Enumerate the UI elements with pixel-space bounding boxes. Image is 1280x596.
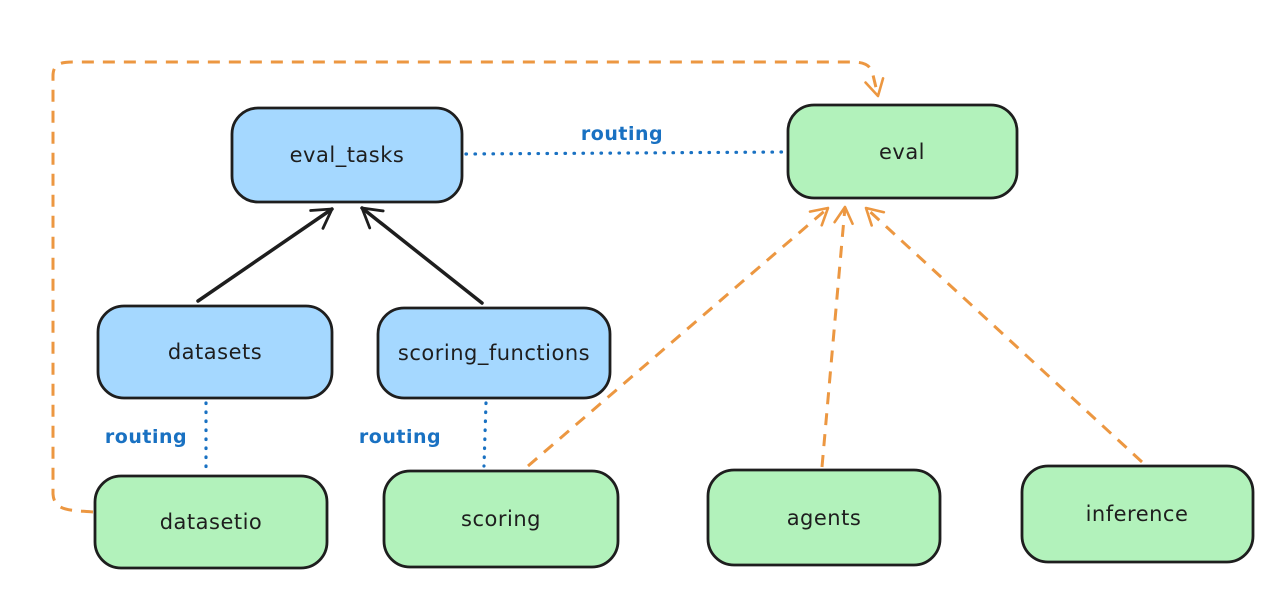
edge-scoring-to-eval [527, 206, 830, 468]
node-scoring-box [382, 469, 620, 569]
edge-scoring-functions-to-eval-tasks [360, 206, 484, 305]
edge-agents-to-eval [820, 205, 854, 468]
node-scoring-label: scoring [461, 507, 541, 531]
node-inference-box [1020, 464, 1255, 564]
node-eval-tasks: eval_tasks [230, 106, 464, 204]
node-scoring-functions-box [376, 306, 612, 400]
edge-datasets-to-eval-tasks [196, 207, 334, 303]
node-eval-box [786, 103, 1019, 200]
node-agents-box [706, 468, 942, 567]
node-datasets: datasets [96, 304, 334, 400]
node-eval-tasks-label: eval_tasks [290, 143, 405, 168]
node-datasetio-label: datasetio [160, 510, 263, 534]
node-eval-label: eval [879, 140, 925, 164]
node-eval: eval [786, 103, 1019, 200]
routing-label-datasets-datasetio: routing [105, 426, 187, 448]
node-agents-label: agents [787, 506, 862, 530]
node-datasetio-box [93, 474, 329, 570]
node-datasets-box [96, 304, 334, 400]
routing-label-scoring-functions-scoring: routing [359, 426, 441, 448]
edge-eval-tasks-to-eval-routing [464, 150, 787, 156]
node-datasets-label: datasets [168, 340, 262, 364]
edge-scoring-functions-to-scoring-routing [482, 401, 488, 468]
edge-datasetio-to-eval [51, 60, 885, 514]
node-agents: agents [706, 468, 942, 567]
node-datasetio: datasetio [93, 474, 329, 570]
routing-label-eval-tasks-eval: routing [581, 123, 663, 145]
node-inference-label: inference [1086, 502, 1189, 526]
node-scoring-functions-label: scoring_functions [398, 341, 590, 366]
node-inference: inference [1020, 464, 1255, 564]
node-eval-tasks-box [230, 106, 464, 204]
node-scoring: scoring [382, 469, 620, 569]
node-scoring-functions: scoring_functions [376, 306, 612, 400]
edge-inference-to-eval [864, 206, 1144, 464]
